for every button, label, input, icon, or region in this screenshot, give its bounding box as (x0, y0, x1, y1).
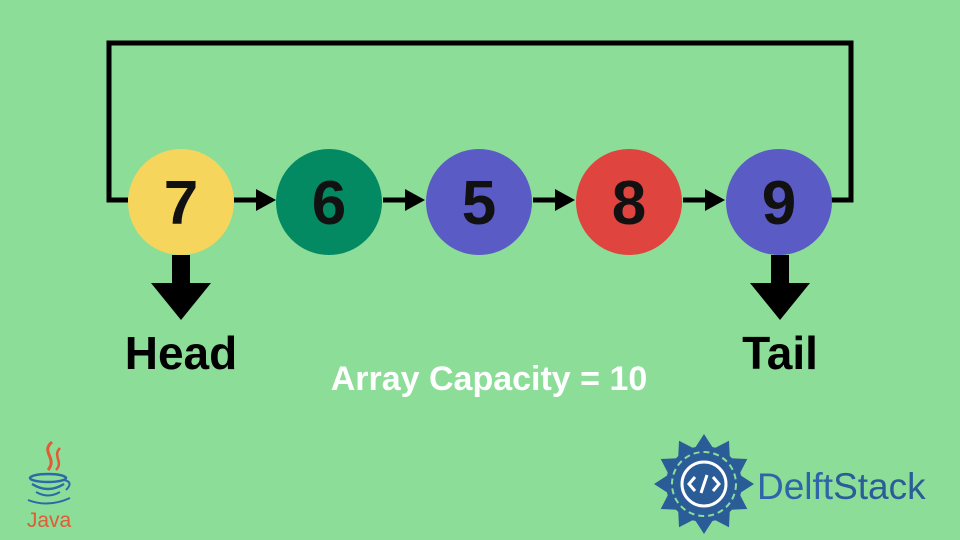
brand-part-delft: Delft (757, 466, 834, 507)
node-0: 7 (128, 149, 234, 255)
head-label: Head (125, 327, 237, 379)
arrow-5-to-8 (533, 189, 575, 211)
head-pointer-arrow (151, 255, 211, 320)
arrow-7-to-6 (234, 189, 276, 211)
node-circle (426, 149, 532, 255)
node-circle (276, 149, 382, 255)
mandala-code-icon (654, 434, 754, 534)
node-2: 5 (426, 149, 532, 255)
node-value: 8 (612, 169, 646, 238)
java-cup-icon (27, 440, 71, 505)
tail-label: Tail (742, 327, 818, 379)
delftstack-logo-text: DelftStack (757, 466, 926, 507)
node-1: 6 (276, 149, 382, 255)
node-4: 9 (726, 149, 832, 255)
node-3: 8 (576, 149, 682, 255)
node-value: 9 (762, 169, 796, 238)
arrow-6-to-5 (383, 189, 425, 211)
node-value: 7 (164, 169, 198, 238)
node-circle (726, 149, 832, 255)
tail-pointer-arrow (750, 255, 810, 320)
java-logo-text: Java (27, 509, 72, 532)
capacity-caption: Array Capacity = 10 (331, 360, 648, 398)
brand-part-stack: Stack (833, 466, 926, 507)
node-circle (576, 149, 682, 255)
node-value: 6 (312, 169, 346, 238)
wraparound-loop-line (106, 40, 854, 203)
arrow-8-to-9 (683, 189, 725, 211)
node-circle (128, 149, 234, 255)
node-value: 5 (462, 169, 496, 238)
